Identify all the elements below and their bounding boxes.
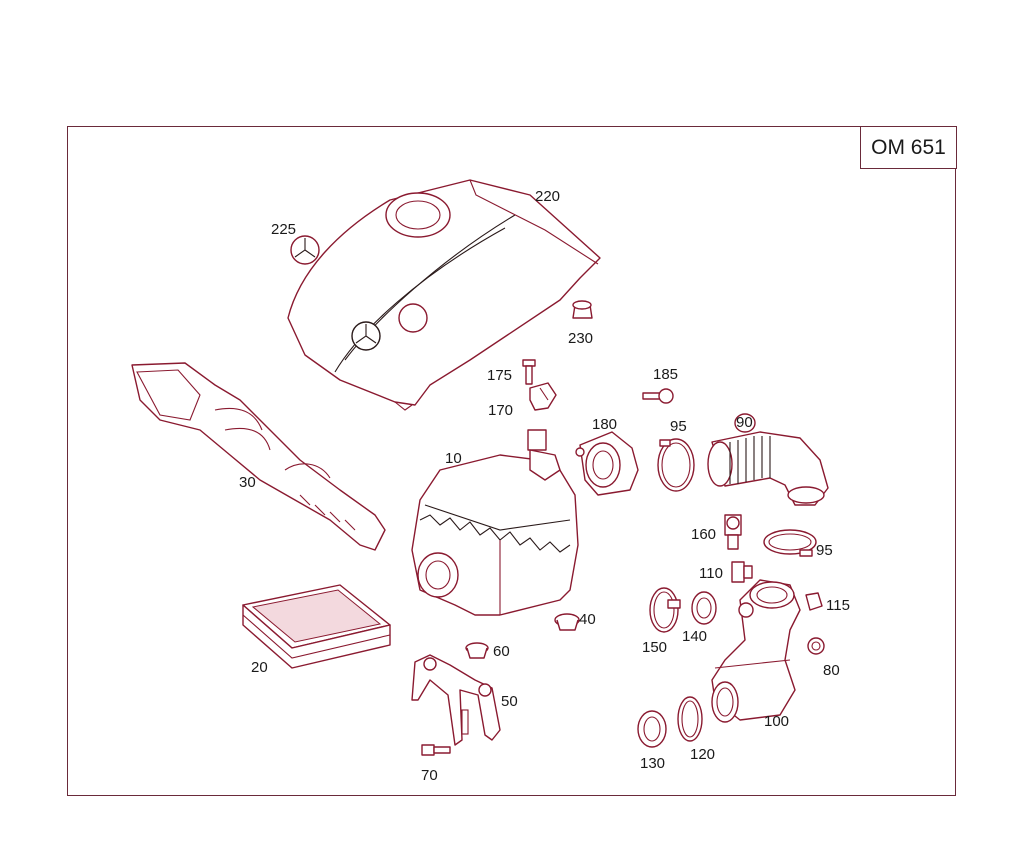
label-170: 170: [488, 402, 514, 419]
label-10: 10: [445, 450, 462, 467]
part-95-clamp-upper[interactable]: [657, 438, 695, 492]
label-220: 220: [535, 188, 561, 205]
label-50: 50: [501, 693, 518, 710]
part-30-intake-duct[interactable]: [131, 362, 386, 551]
part-115-clip[interactable]: [805, 592, 823, 611]
part-95-clamp-lower[interactable]: [763, 529, 817, 557]
part-220-engine-cover[interactable]: [287, 179, 601, 411]
label-20: 20: [251, 659, 268, 676]
part-40-grommet[interactable]: [554, 613, 580, 631]
part-175-bolt[interactable]: [522, 359, 536, 385]
label-115: 115: [826, 597, 850, 614]
part-130-ring[interactable]: [637, 710, 667, 748]
engine-code: OM 651: [871, 135, 946, 159]
label-160: 160: [691, 526, 717, 543]
part-110-connector[interactable]: [731, 561, 753, 583]
part-180-flange[interactable]: [575, 431, 639, 496]
part-20-filter-element[interactable]: [242, 584, 391, 669]
label-100: 100: [764, 713, 790, 730]
label-95-lower: 95: [816, 542, 833, 559]
label-180: 180: [592, 416, 618, 433]
engine-code-box: OM 651: [860, 126, 957, 169]
part-80-bolt[interactable]: [807, 637, 825, 655]
part-70-bolt[interactable]: [421, 744, 451, 756]
label-110: 110: [699, 565, 723, 582]
label-140: 140: [682, 628, 708, 645]
label-175: 175: [487, 367, 513, 384]
part-230-grommet[interactable]: [572, 300, 593, 319]
label-150: 150: [642, 639, 668, 656]
part-120-clamp[interactable]: [677, 696, 703, 742]
label-120: 120: [690, 746, 716, 763]
label-185: 185: [653, 366, 679, 383]
label-40: 40: [579, 611, 596, 628]
part-100-air-tube[interactable]: [711, 579, 801, 723]
label-90: 90: [736, 414, 753, 431]
label-130: 130: [640, 755, 666, 772]
part-225-star-emblem[interactable]: [290, 235, 320, 265]
label-95-upper: 95: [670, 418, 687, 435]
label-225: 225: [271, 221, 297, 238]
label-70: 70: [421, 767, 438, 784]
label-80: 80: [823, 662, 840, 679]
part-185-bolt[interactable]: [642, 388, 674, 404]
part-150-clamp[interactable]: [649, 587, 681, 633]
part-60-grommet[interactable]: [465, 642, 489, 659]
label-60: 60: [493, 643, 510, 660]
part-10-air-filter-housing[interactable]: [411, 429, 579, 616]
part-140-ring[interactable]: [691, 591, 717, 625]
label-230: 230: [568, 330, 594, 347]
label-30: 30: [239, 474, 256, 491]
part-160-valve[interactable]: [724, 514, 742, 550]
part-50-bracket[interactable]: [411, 654, 501, 746]
diagram-frame: [67, 126, 956, 796]
part-170-sensor[interactable]: [529, 382, 557, 411]
part-90-hose[interactable]: [707, 413, 829, 506]
